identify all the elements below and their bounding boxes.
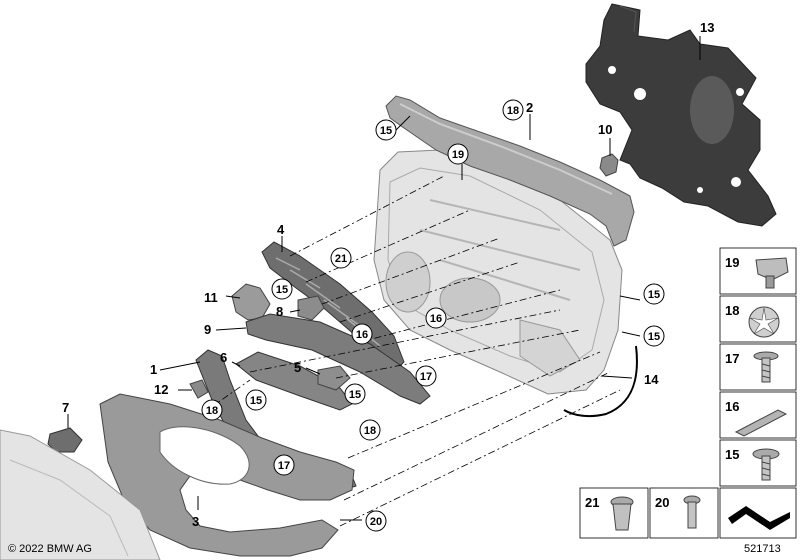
legend-item-19[interactable]: 19	[719, 247, 797, 295]
svg-text:21: 21	[335, 253, 347, 265]
sound-insulation-part[interactable]	[585, 3, 777, 227]
clip-nut-icon	[755, 257, 789, 281]
circled-callout-16-b: 16	[425, 307, 447, 329]
callout-12: 12	[154, 382, 168, 397]
svg-text:21: 21	[585, 495, 599, 510]
callout-9: 9	[204, 322, 211, 337]
door-pocket-part[interactable]	[99, 393, 355, 557]
clip-part[interactable]	[599, 153, 619, 177]
callout-1: 1	[150, 362, 157, 377]
trim-strip-9-part[interactable]	[245, 313, 431, 405]
svg-text:15: 15	[648, 331, 660, 343]
svg-text:20: 20	[370, 516, 382, 528]
callout-8: 8	[276, 304, 283, 319]
svg-text:16: 16	[725, 399, 739, 414]
circled-callout-19: 19	[447, 143, 469, 165]
copyright-text: © 2022 BMW AG	[8, 543, 92, 555]
bolt-icon	[683, 495, 701, 529]
svg-text:18: 18	[206, 405, 218, 417]
cover-5-part[interactable]	[317, 365, 351, 391]
svg-text:18: 18	[507, 105, 519, 117]
cross-section-symbol-icon	[728, 506, 790, 530]
circled-callout-18-a: 18	[201, 399, 223, 421]
svg-text:17: 17	[725, 351, 739, 366]
leader-lines	[67, 36, 701, 521]
circled-callout-16-a: 16	[351, 323, 373, 345]
callout-6: 6	[220, 350, 227, 365]
callout-10: 10	[598, 122, 612, 137]
legend-item-16[interactable]: 16	[719, 391, 797, 439]
legend-item-21[interactable]: 21	[579, 487, 649, 539]
svg-text:15: 15	[725, 447, 739, 462]
star-washer-icon	[748, 306, 780, 338]
callout-11: 11	[204, 290, 218, 305]
circled-callout-15-b: 15	[245, 389, 267, 411]
svg-text:18: 18	[725, 303, 739, 318]
circled-callout-18-top: 18	[502, 99, 524, 121]
legend-item-15[interactable]: 15	[719, 439, 797, 487]
callout-13: 13	[700, 20, 714, 35]
svg-text:19: 19	[452, 149, 464, 161]
svg-text:19: 19	[725, 255, 739, 270]
clip-7-part[interactable]	[47, 427, 83, 453]
circled-callout-21: 21	[330, 247, 352, 269]
legend-item-17[interactable]: 17	[719, 343, 797, 391]
circled-callout-20: 20	[365, 510, 387, 532]
circled-callout-15-right-b: 15	[643, 325, 665, 347]
upper-trim-strip-part[interactable]	[385, 95, 635, 247]
circled-callout-15-a: 15	[271, 278, 293, 300]
trim-piece-11-part[interactable]	[231, 283, 271, 321]
svg-text:15: 15	[276, 284, 288, 296]
callout-5: 5	[294, 360, 301, 375]
circled-callout-17-a: 17	[415, 365, 437, 387]
callout-3: 3	[192, 514, 199, 529]
svg-text:17: 17	[278, 460, 290, 472]
svg-text:16: 16	[356, 329, 368, 341]
small-cover-8-part[interactable]	[297, 295, 325, 321]
legend-item-20[interactable]: 20	[649, 487, 719, 539]
svg-text:17: 17	[420, 371, 432, 383]
callout-7: 7	[62, 400, 69, 415]
callout-2: 2	[526, 100, 533, 115]
expansion-nut-icon	[610, 496, 634, 531]
svg-text:15: 15	[648, 289, 660, 301]
clip-strip-icon	[734, 409, 788, 437]
svg-text:15: 15	[250, 395, 262, 407]
circled-callout-17-b: 17	[273, 454, 295, 476]
door-panel-carrier[interactable]	[373, 149, 623, 395]
circled-callout-15-top: 15	[375, 119, 397, 141]
part-numbers: 1 2 3 4 5 6 7 8 9 10 11 12 13 14	[62, 20, 714, 529]
callout-4: 4	[277, 222, 285, 237]
diagram-id: 521713	[744, 543, 781, 555]
fastener-legend: 19 18 17 16 15	[579, 247, 797, 539]
svg-text:16: 16	[430, 313, 442, 325]
svg-text:20: 20	[655, 495, 669, 510]
adjacent-door-panel	[0, 429, 161, 560]
washer-screw-icon	[752, 448, 780, 481]
screw-icon	[753, 351, 779, 383]
circled-callout-18-b: 18	[359, 419, 381, 441]
svg-text:18: 18	[364, 425, 376, 437]
callout-14: 14	[644, 372, 659, 387]
legend-item-18[interactable]: 18	[719, 295, 797, 343]
circled-callout-15-right-a: 15	[643, 283, 665, 305]
seal-14-part[interactable]	[563, 345, 638, 418]
circled-callout-15-c: 15	[344, 383, 366, 405]
svg-text:15: 15	[349, 389, 361, 401]
legend-item-symbol	[719, 487, 797, 539]
svg-text:15: 15	[380, 125, 392, 137]
assembly-lines	[209, 175, 621, 527]
bracket-12-part[interactable]	[189, 379, 209, 399]
circled-callouts: 18 15 19 21 15 16 16 17	[201, 99, 665, 532]
